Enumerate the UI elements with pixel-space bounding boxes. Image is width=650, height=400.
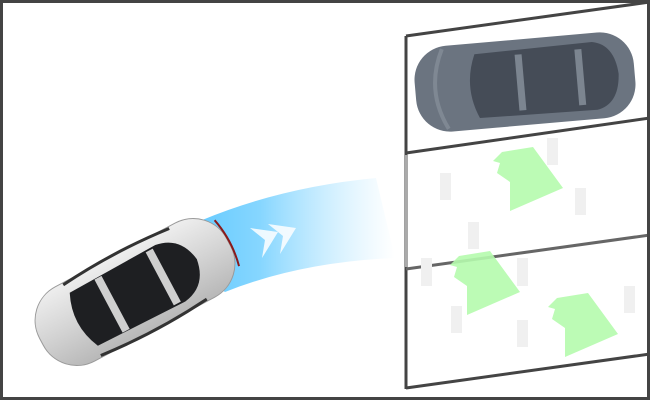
double-chevron-right-icon (250, 224, 296, 258)
free-zone (548, 293, 618, 357)
free-space-zones (450, 147, 618, 357)
slot-line (405, 0, 650, 38)
slot-line (405, 352, 650, 390)
slot-line (405, 116, 650, 155)
parking-slots (404, 0, 650, 390)
parked-car-icon (414, 32, 636, 132)
car-top-view-icon (34, 218, 240, 366)
free-zone (450, 251, 520, 315)
free-zone (493, 147, 563, 211)
slot-line (405, 233, 650, 271)
ground-markers (421, 138, 635, 347)
